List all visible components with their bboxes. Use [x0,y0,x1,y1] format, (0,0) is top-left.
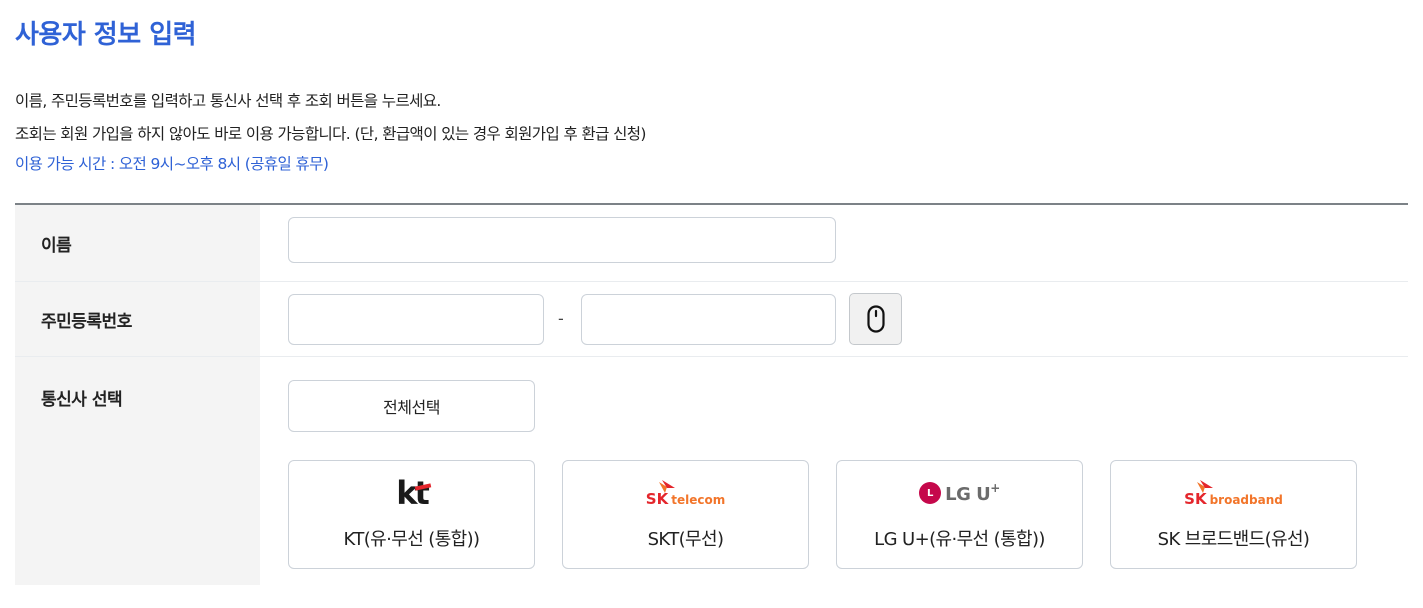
carrier-row: 통신사 선택 전체선택 kt KT(유·무선 (통합)) SK telecom … [15,357,1408,585]
name-input[interactable] [288,217,836,263]
service-hours-notice: 이용 가능 시간 : 오전 9시~오후 8시 (공휴일 휴무) [15,155,329,173]
rrn-back-input[interactable] [581,294,836,345]
carrier-option-lg-uplus[interactable]: L LG U+ LG U+(유·무선 (통합)) [836,460,1083,569]
instruction-text: 이름, 주민등록번호를 입력하고 통신사 선택 후 조회 버튼을 누르세요. [15,92,441,110]
lg-logo-text: LG U [945,484,991,505]
rrn-row: 주민등록번호 - [15,282,1408,357]
carrier-option-kt[interactable]: kt KT(유·무선 (통합)) [288,460,535,569]
lg-uplus-logo-icon: L LG U+ [837,475,1082,511]
rrn-label: 주민등록번호 [15,282,260,356]
select-all-button[interactable]: 전체선택 [288,380,535,432]
rrn-separator: - [558,309,564,328]
sk-sub-text: telecom [671,492,726,507]
carrier-option-label: SK 브로드밴드(유선) [1157,529,1310,550]
carrier-option-label: KT(유·무선 (통합)) [343,529,481,550]
rrn-front-input[interactable] [288,294,544,345]
user-info-form: 이름 주민등록번호 - 통신사 선택 전체선택 kt KT(유·무선 (통합)) [15,203,1408,585]
carrier-label: 통신사 선택 [15,357,260,585]
sk-telecom-logo-icon: SK telecom [563,475,808,511]
carrier-option-label: LG U+(유·무선 (통합)) [874,529,1045,550]
sk-sub-text: broadband [1209,492,1283,507]
kt-logo-icon: kt [289,475,534,511]
mouse-icon [866,305,885,333]
sk-broadband-logo-icon: SK broadband [1111,475,1356,511]
instruction-text: 조회는 회원 가입을 하지 않아도 바로 이용 가능합니다. (단, 환급액이 … [15,125,646,143]
sk-mark-text: SK [645,489,669,508]
lg-circle-icon: L [919,482,942,504]
carrier-option-label: SKT(무선) [647,529,724,550]
virtual-keypad-button[interactable] [849,293,902,345]
page-title: 사용자 정보 입력 [15,20,197,50]
kt-logo-text: kt [396,474,430,512]
lg-logo-plus: + [990,481,1000,495]
sk-mark-text: SK [1184,489,1207,508]
carrier-option-sk-broadband[interactable]: SK broadband SK 브로드밴드(유선) [1110,460,1357,569]
name-row: 이름 [15,205,1408,282]
carrier-option-skt[interactable]: SK telecom SKT(무선) [562,460,809,569]
name-label: 이름 [15,205,260,281]
